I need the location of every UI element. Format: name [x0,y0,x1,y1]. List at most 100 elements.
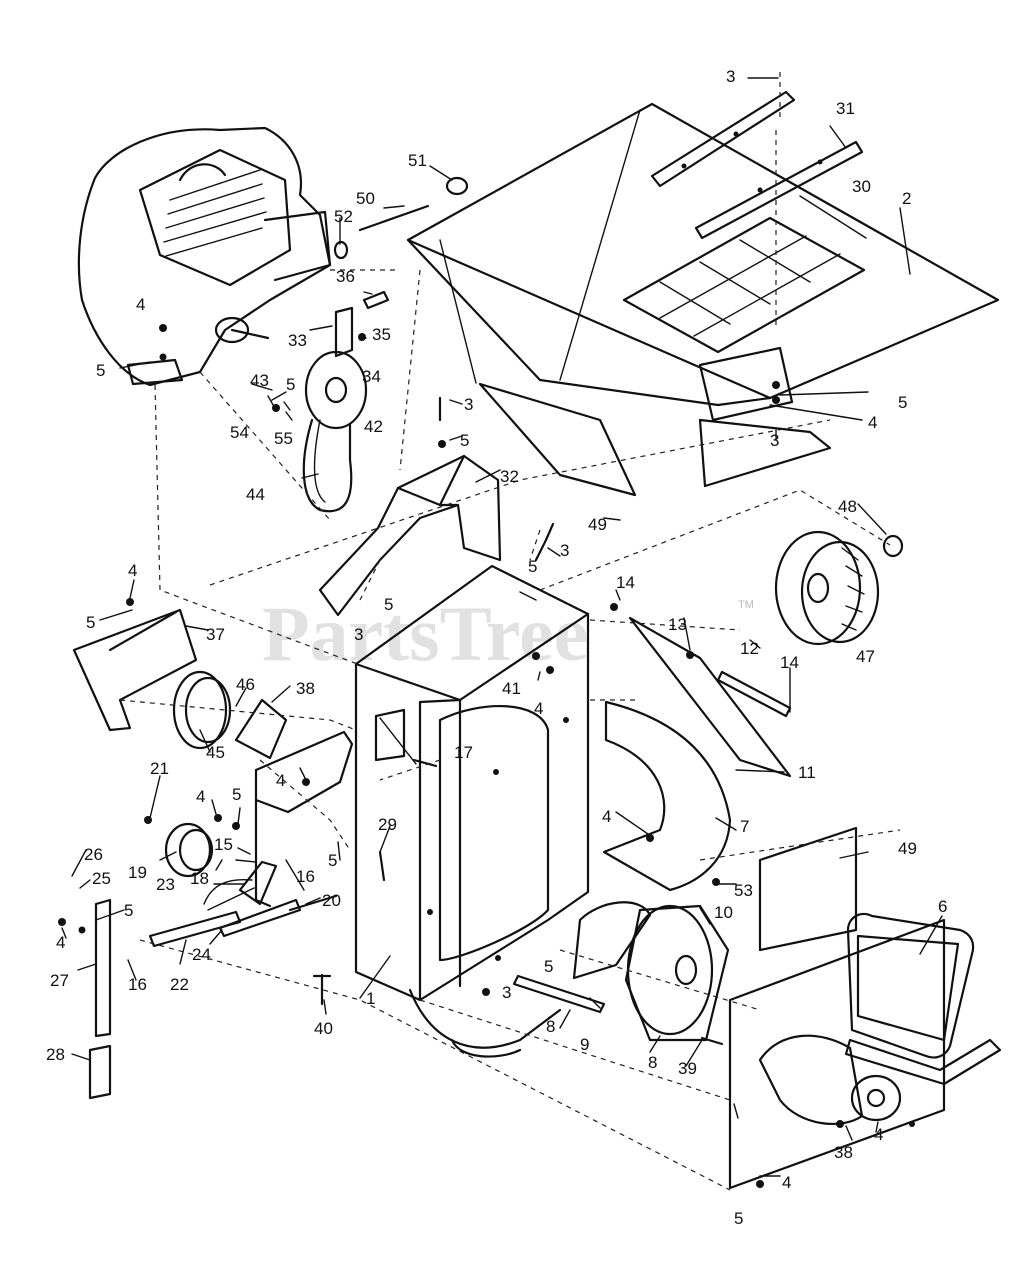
hopper-cover [406,102,1000,497]
callout-24: 24 [192,945,211,964]
callout-16-left: 16 [128,975,147,994]
callout-10: 10 [714,903,733,922]
callout-48: 48 [838,497,857,516]
callout-5-bracket: 5 [232,785,241,804]
callout-4-housing: 4 [534,699,543,718]
callout-22: 22 [170,975,189,994]
side-panel-discharge [728,912,1002,1190]
callout-5-linkage: 5 [328,851,337,870]
callout-5-engine: 5 [96,361,105,380]
callout-37: 37 [206,625,225,644]
leader-lines [61,77,943,1177]
callout-6: 6 [938,897,947,916]
callout-54: 54 [230,423,249,442]
control-linkage [58,730,354,1100]
callout-5-base: 5 [544,957,553,976]
callout-34: 34 [362,367,381,386]
callout-33: 33 [288,331,307,350]
callout-39: 39 [678,1059,697,1078]
callout-27: 27 [50,971,69,990]
callout-3-hopper-right: 3 [770,431,779,450]
callout-4-motor: 4 [874,1125,883,1144]
callout-3-chute-bolt: 3 [560,541,569,560]
callout-12: 12 [740,639,759,658]
callout-4-bracket: 4 [276,771,285,790]
engine [77,126,332,387]
deflector-panels [622,90,866,354]
callout-4-frame: 4 [602,807,611,826]
pulleys-and-belt [164,350,368,878]
callout-20: 20 [322,891,341,910]
axle-and-frame [602,616,792,892]
callout-40: 40 [314,1019,333,1038]
callout-30: 30 [852,177,871,196]
callout-5-lever: 5 [124,901,133,920]
callout-55: 55 [274,429,293,448]
callout-2: 2 [902,189,911,208]
callout-3-top: 3 [726,67,735,86]
callout-4-lever: 4 [56,933,65,952]
callout-3-hopper-bolt: 3 [464,395,473,414]
callout-42: 42 [364,417,383,436]
callout-18: 18 [190,869,209,888]
main-housing [354,564,590,1058]
callout-19: 19 [128,863,147,882]
callout-5-panel: 5 [734,1209,743,1228]
wheel [774,530,904,646]
callout-14-axle: 14 [780,653,799,672]
callout-5-hopper: 5 [898,393,907,412]
callout-8-shaft: 8 [546,1017,555,1036]
callout-17: 17 [454,743,473,762]
callout-50: 50 [356,189,375,208]
callout-4-panel: 4 [782,1173,791,1192]
callout-31: 31 [836,99,855,118]
callout-49-decal: 49 [898,839,917,858]
callout-5-lever: 5 [286,375,295,394]
callout-5-guard: 5 [86,613,95,632]
callout-16-right: 16 [296,867,315,886]
callout-49-hopper: 49 [588,515,607,534]
callout-4-engine: 4 [136,295,145,314]
callout-5-hopper-nut: 5 [460,431,469,450]
callout-3-base: 3 [502,983,511,1002]
callout-29: 29 [378,815,397,834]
fasteners [126,176,915,1188]
callout-45: 45 [206,743,225,762]
callout-15: 15 [214,835,233,854]
decal-panel [758,826,858,952]
callout-43: 43 [250,371,269,390]
callout-9: 9 [580,1035,589,1054]
callout-46: 46 [236,675,255,694]
callout-36: 36 [336,267,355,286]
callout-7: 7 [740,817,749,836]
callout-13: 13 [668,615,687,634]
callout-5-chute-base: 5 [384,595,393,614]
callout-38-motor: 38 [834,1143,853,1162]
callout-11: 11 [798,763,816,782]
callout-53: 53 [734,881,753,900]
callout-44: 44 [246,485,265,504]
callout-52: 52 [334,207,353,226]
callout-38-bracket: 38 [296,679,315,698]
callout-21: 21 [150,759,169,778]
callout-8-fan: 8 [648,1053,657,1072]
watermark-text: PartsTree [262,590,588,677]
callout-51: 51 [408,151,427,170]
watermark-tm: TM [738,599,754,611]
callout-47: 47 [856,647,875,666]
callout-35: 35 [372,325,391,344]
assembly-lines [119,72,901,1191]
callout-5-chute: 5 [528,557,537,576]
callout-14-top: 14 [616,573,635,592]
callout-4-hopper: 4 [868,413,877,432]
callout-labels: 1 2 3 3 3 3 3 3 4 4 4 4 4 4 4 4 4 4 4 5 … [46,67,947,1228]
callout-4-guard: 4 [128,561,137,580]
callout-25: 25 [92,869,111,888]
callout-32: 32 [500,467,519,486]
callout-3-chute-base: 3 [354,625,363,644]
callout-23: 23 [156,875,175,894]
callout-4-control: 4 [196,787,205,806]
chute-housing [318,454,502,617]
bearing-bracket [234,698,288,760]
